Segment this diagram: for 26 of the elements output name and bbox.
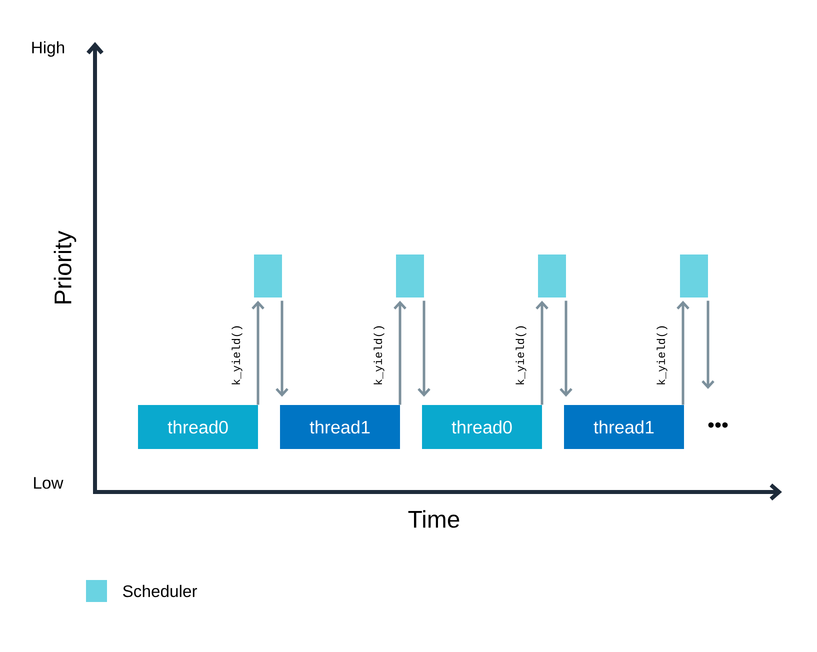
scheduler-box — [680, 254, 708, 298]
thread-box: thread1 — [564, 405, 684, 449]
edge-label: k_yield() — [372, 323, 386, 387]
arrow — [676, 300, 690, 405]
edge-label: k_yield() — [230, 323, 244, 387]
arrow — [394, 300, 406, 405]
axis-label: High — [32, 41, 64, 57]
arrow — [276, 300, 288, 397]
thread-box: thread0 — [138, 405, 258, 449]
edge-label: k_yield() — [655, 323, 669, 387]
arrow — [560, 300, 572, 397]
thread-box: thread1 — [280, 405, 400, 449]
arrow — [536, 300, 548, 405]
ellipsis: ••• — [708, 422, 728, 428]
edge-label: k_yield() — [514, 323, 528, 387]
scheduler-box — [254, 254, 282, 298]
axis-title: Priority — [54, 230, 76, 304]
legend-text: Scheduler — [123, 584, 198, 598]
arrow — [418, 300, 430, 397]
thread-box: thread0 — [422, 405, 542, 449]
arrow — [702, 300, 714, 389]
scheduler-box — [396, 254, 424, 298]
scheduler-box — [538, 254, 566, 298]
axis-label: Low — [34, 477, 64, 489]
axis-title: Time — [408, 510, 460, 528]
arrow — [252, 300, 264, 405]
